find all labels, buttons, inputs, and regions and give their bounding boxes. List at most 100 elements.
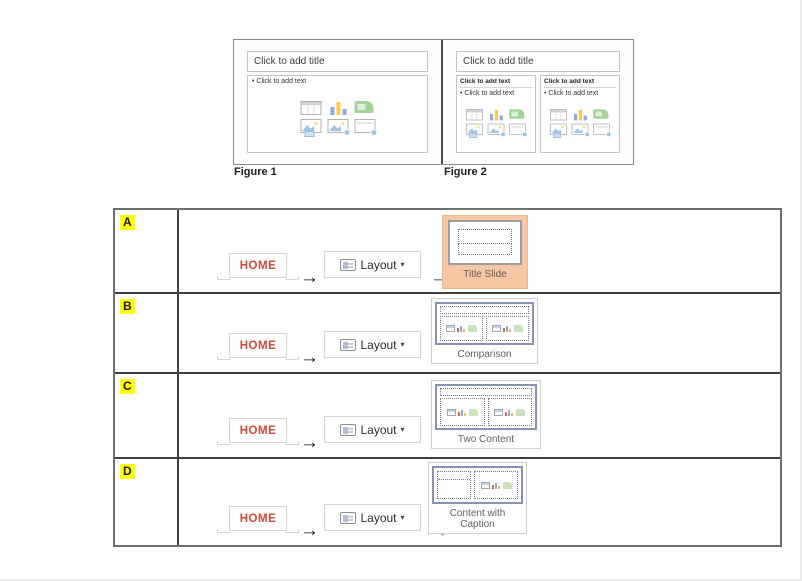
stock-image-icon xyxy=(487,123,506,137)
layout-thumbnail-content-with-caption[interactable]: Content with Caption xyxy=(428,462,527,534)
table-row-option-d: D HOME → Layout ▾ → xyxy=(115,459,780,545)
caption-placeholder-box xyxy=(437,471,471,499)
slide-mock-title-and-content: Click to add title • Click to add text xyxy=(247,51,428,153)
title-placeholder-box xyxy=(440,388,532,396)
arrow-icon: → xyxy=(300,432,319,453)
stock-image-icon xyxy=(327,119,350,137)
mini-table-icon xyxy=(446,408,456,416)
subtitle-placeholder-box xyxy=(458,243,512,255)
content-icons-cluster xyxy=(300,101,377,138)
option-b-steps: HOME → Layout ▾ → xyxy=(179,294,780,372)
table-icon xyxy=(466,108,483,120)
layout-dropdown-button[interactable]: Layout ▾ xyxy=(324,331,421,358)
content-placeholder-box xyxy=(474,471,518,499)
layout-dropdown-button[interactable]: Layout ▾ xyxy=(324,504,421,531)
smartart-icon xyxy=(509,108,525,119)
picture-icon xyxy=(550,123,567,138)
slide-layout-icon xyxy=(340,258,357,271)
picture-icon xyxy=(466,123,483,138)
layout-thumbnail-title-slide[interactable]: Title Slide xyxy=(442,215,528,289)
bar-chart-icon xyxy=(572,109,589,120)
home-tab-button[interactable]: HOME xyxy=(217,333,299,360)
mini-table-icon xyxy=(480,481,490,489)
smartart-icon xyxy=(593,108,609,119)
mini-smartart-icon xyxy=(516,408,526,416)
layout-dropdown-button[interactable]: Layout ▾ xyxy=(324,416,421,443)
table-icon xyxy=(550,108,567,120)
content-placeholder-box xyxy=(486,316,529,341)
option-letter-b[interactable]: B xyxy=(120,299,135,314)
home-tab-button[interactable]: HOME xyxy=(217,506,299,533)
layout-button-label: Layout xyxy=(360,510,397,525)
layout-thumbnail-comparison[interactable]: Comparison xyxy=(431,298,538,364)
mini-table-icon xyxy=(446,325,455,332)
mini-chart-icon xyxy=(457,325,466,332)
mini-table-icon xyxy=(492,325,501,332)
option-letter-cell: B xyxy=(115,294,179,372)
layout-name-label: Comparison xyxy=(457,349,512,360)
option-d-steps: HOME → Layout ▾ → xyxy=(179,459,780,545)
mini-chart-icon xyxy=(457,409,467,416)
layout-thumbnail-two-content[interactable]: Two Content xyxy=(431,380,541,449)
thumbnail-slide-preview xyxy=(435,384,537,430)
video-icon xyxy=(509,123,528,137)
mini-smartart-icon xyxy=(502,481,512,489)
table-icon xyxy=(300,101,321,116)
content-placeholder: • Click to add text xyxy=(247,75,428,153)
figure-1-slide-preview: Click to add title • Click to add text xyxy=(234,40,441,164)
stock-image-icon xyxy=(571,123,590,137)
chevron-down-icon: ▾ xyxy=(400,425,405,434)
chevron-down-icon: ▾ xyxy=(400,340,405,349)
left-content-column: Click to add text • Click to add text xyxy=(456,75,536,153)
bullet-placeholder-text: • Click to add text xyxy=(460,90,515,97)
smartart-icon xyxy=(354,101,373,114)
option-letter-d[interactable]: D xyxy=(120,464,135,479)
table-row-option-b: B HOME → Layout ▾ → xyxy=(115,294,780,374)
option-letter-c[interactable]: C xyxy=(120,379,135,394)
option-letter-a[interactable]: A xyxy=(120,215,135,230)
title-placeholder-box xyxy=(440,306,529,314)
figure-2-caption: Figure 2 xyxy=(444,166,487,178)
layout-button-label: Layout xyxy=(360,257,397,272)
figures-panel: Click to add title • Click to add text xyxy=(233,39,634,165)
column-header-text: Click to add text xyxy=(544,78,616,88)
bullet-placeholder-text: • Click to add text xyxy=(544,90,599,97)
chevron-down-icon: ▾ xyxy=(400,260,405,269)
layout-name-label: Two Content xyxy=(457,434,515,445)
arrow-icon: → xyxy=(300,520,319,541)
option-c-steps: HOME → Layout ▾ → xyxy=(179,374,780,457)
content-icons-cluster xyxy=(550,108,612,138)
title-placeholder: Click to add title xyxy=(247,51,428,72)
layout-button-label: Layout xyxy=(360,337,397,352)
options-table: A HOME → Layout ▾ → Title Slide xyxy=(113,208,782,547)
slide-mock-comparison: Click to add title Click to add text • C… xyxy=(456,51,620,153)
mini-chart-icon xyxy=(505,409,514,416)
mini-chart-icon xyxy=(491,482,501,489)
title-placeholder-box xyxy=(458,229,512,244)
mini-smartart-icon xyxy=(514,325,523,332)
title-placeholder: Click to add title xyxy=(456,51,620,72)
option-letter-cell: D xyxy=(115,459,179,545)
home-tab-button[interactable]: HOME xyxy=(217,418,299,445)
arrow-icon: → xyxy=(300,267,319,288)
home-tab-button[interactable]: HOME xyxy=(217,253,299,280)
picture-icon xyxy=(300,119,321,138)
mini-chart-icon xyxy=(503,325,512,332)
bar-chart-icon xyxy=(488,109,505,120)
column-header-text: Click to add text xyxy=(460,78,532,88)
layout-dropdown-button[interactable]: Layout ▾ xyxy=(324,251,421,278)
thumbnail-slide-preview xyxy=(448,220,522,265)
slide-layout-icon xyxy=(340,511,357,524)
thumbnail-slide-preview xyxy=(435,302,534,345)
mini-smartart-icon xyxy=(468,408,478,416)
slide-layout-icon xyxy=(340,423,357,436)
figure-2-slide-preview: Click to add title Click to add text • C… xyxy=(443,40,633,164)
layout-name-label: Title Slide xyxy=(463,269,507,280)
table-row-option-c: C HOME → Layout ▾ → xyxy=(115,374,780,459)
content-placeholder-box xyxy=(440,316,483,341)
arrow-icon: → xyxy=(300,347,319,368)
figures-divider xyxy=(441,40,443,164)
layout-button-label: Layout xyxy=(360,422,397,437)
bullet-placeholder-text: • Click to add text xyxy=(252,78,307,85)
mini-table-icon xyxy=(494,408,504,416)
